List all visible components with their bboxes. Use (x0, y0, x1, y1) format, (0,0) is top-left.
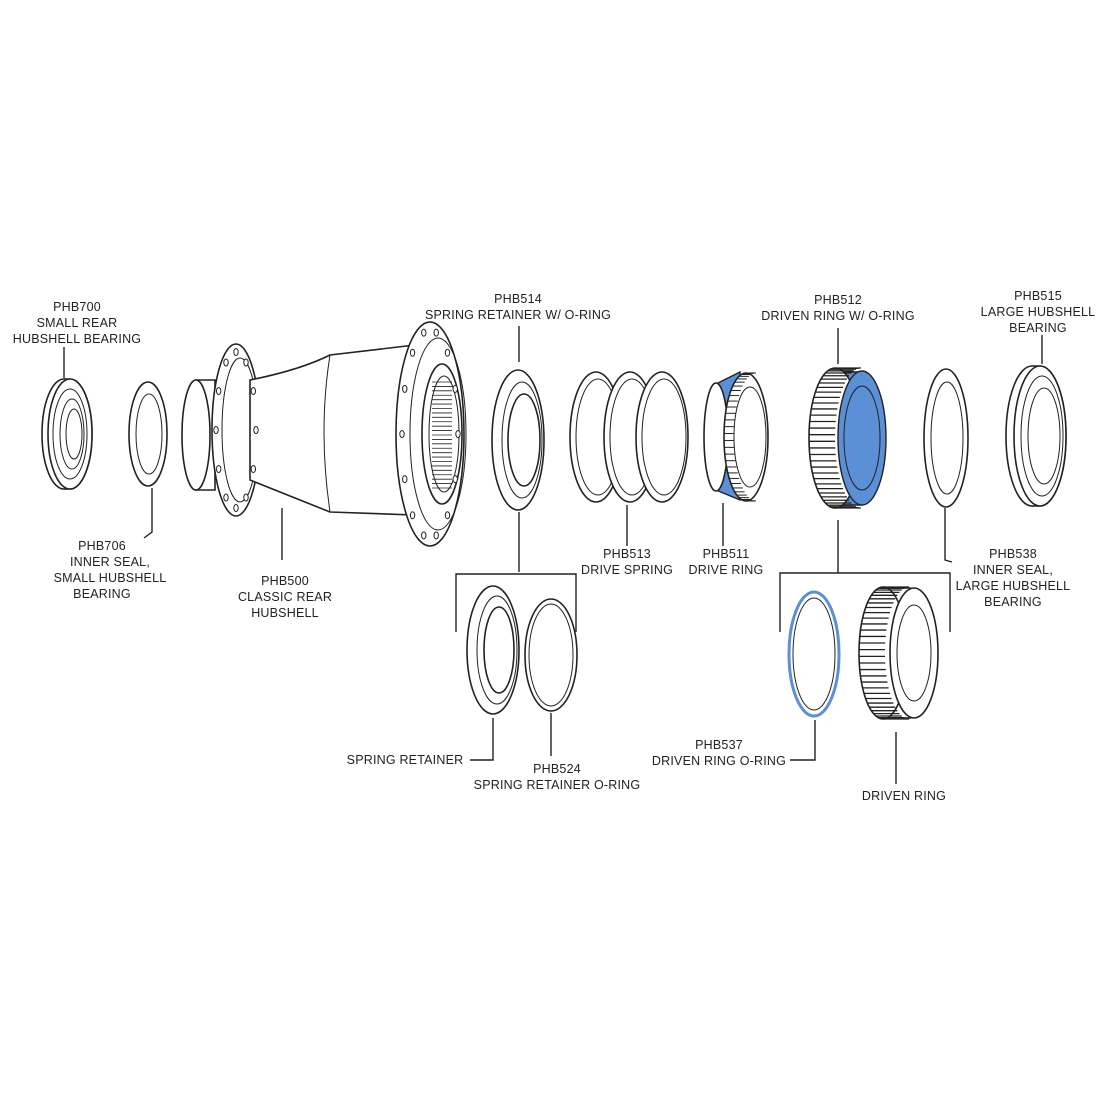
drive-spring-part (569, 371, 689, 503)
spring-retainer-assembly-part (491, 369, 545, 511)
label-phb513-line1: DRIVE SPRING (581, 563, 673, 577)
label-phb512-line1: DRIVEN RING W/ O-RING (761, 309, 915, 323)
label-phb515-line2: BEARING (1009, 321, 1067, 335)
label-phb511-line1: DRIVE RING (689, 563, 764, 577)
label-phb538-line1: INNER SEAL, (973, 563, 1053, 577)
label-phb500-code: PHB500 (261, 574, 309, 588)
hubshell-part (181, 321, 467, 547)
label-phb537: PHB537 DRIVEN RING O-RING (652, 738, 786, 768)
label-phb700: PHB700 SMALL REAR HUBSHELL BEARING (13, 300, 141, 346)
hubshell-spline-group (432, 381, 452, 489)
label-phb515-code: PHB515 (1014, 289, 1062, 303)
flange-hole-group (213, 328, 461, 540)
driven-ring-lower-teeth-group (859, 586, 909, 720)
label-phb537-code: PHB537 (695, 738, 743, 752)
drive-ring-teeth-group (724, 372, 756, 502)
label-phb524: PHB524 SPRING RETAINER O-RING (474, 762, 641, 792)
label-phb511: PHB511 DRIVE RING (689, 547, 764, 577)
label-phb706: PHB706 INNER SEAL, SMALL HUBSHELL BEARIN… (54, 539, 167, 601)
small-inner-seal-part (128, 381, 168, 487)
label-phb700-line2: HUBSHELL BEARING (13, 332, 141, 346)
large-inner-seal-part (923, 368, 969, 508)
label-phb515: PHB515 LARGE HUBSHELL BEARING (981, 289, 1096, 335)
driven-ring-part (858, 586, 939, 720)
label-phb706-code: PHB706 (78, 539, 126, 553)
label-phb500-line1: CLASSIC REAR (238, 590, 332, 604)
label-phb700-line1: SMALL REAR (37, 316, 118, 330)
driven-ring-teeth-group (809, 367, 861, 509)
label-phb514-line1: SPRING RETAINER W/ O-RING (425, 308, 611, 322)
spring-retainer-part (466, 585, 520, 715)
label-phb511-code: PHB511 (703, 547, 750, 561)
leader-lines (63, 326, 1043, 784)
spring-retainer-o-ring-part (524, 598, 578, 712)
label-phb500: PHB500 CLASSIC REAR HUBSHELL (238, 574, 332, 620)
label-phb524-code: PHB524 (533, 762, 581, 776)
label-phb514-code: PHB514 (494, 292, 542, 306)
label-phb500-line2: HUBSHELL (251, 606, 319, 620)
label-driven-ring: DRIVEN RING (862, 789, 946, 803)
label-phb700-code: PHB700 (53, 300, 101, 314)
label-phb538-line2: LARGE HUBSHELL (956, 579, 1071, 593)
label-spring-retainer-line1: SPRING RETAINER (347, 753, 464, 767)
label-phb514: PHB514 SPRING RETAINER W/ O-RING (425, 292, 611, 322)
label-phb538-line3: BEARING (984, 595, 1042, 609)
label-phb706-line3: BEARING (73, 587, 131, 601)
label-phb513: PHB513 DRIVE SPRING (581, 547, 673, 577)
label-phb515-line1: LARGE HUBSHELL (981, 305, 1096, 319)
label-phb524-line1: SPRING RETAINER O-RING (474, 778, 641, 792)
driven-ring-assembly-part (808, 367, 887, 509)
label-phb538-code: PHB538 (989, 547, 1037, 561)
label-phb512-code: PHB512 (814, 293, 862, 307)
label-driven-ring-line1: DRIVEN RING (862, 789, 946, 803)
label-phb537-line1: DRIVEN RING O-RING (652, 754, 786, 768)
large-bearing-part (1005, 365, 1067, 507)
label-phb512: PHB512 DRIVEN RING W/ O-RING (761, 293, 915, 323)
label-phb706-line1: INNER SEAL, (70, 555, 150, 569)
drive-ring-part (703, 370, 769, 502)
label-phb706-line2: SMALL HUBSHELL (54, 571, 167, 585)
label-spring-retainer: SPRING RETAINER (347, 753, 464, 767)
label-phb538: PHB538 INNER SEAL, LARGE HUBSHELL BEARIN… (956, 547, 1071, 609)
label-phb513-code: PHB513 (603, 547, 651, 561)
driven-ring-o-ring-part (787, 590, 841, 718)
small-bearing-part (41, 378, 93, 490)
